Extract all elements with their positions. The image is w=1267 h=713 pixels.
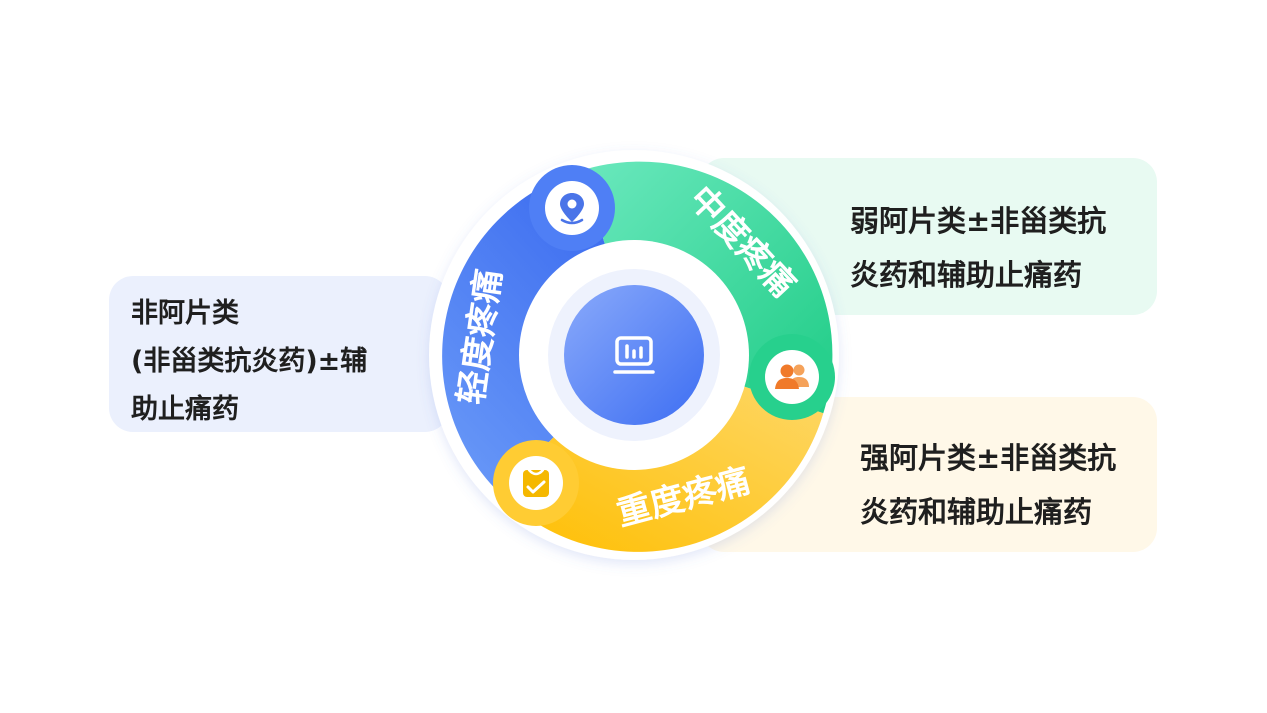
monitor-chart-icon [613, 336, 655, 374]
mild-description-line-2: (非甾类抗炎药)±辅 [131, 346, 368, 377]
severe-description-line-2: 炎药和辅助止痛药 [860, 495, 1093, 529]
moderate-description-line-2: 炎药和辅助止痛药 [850, 258, 1083, 292]
users-icon [749, 334, 835, 420]
moderate-description-line-1: 弱阿片类±非甾类抗 [850, 204, 1107, 238]
severe-description-line-1: 强阿片类±非甾类抗 [860, 441, 1117, 475]
mild-pain-description-panel: 非阿片类 (非甾类抗炎药)±辅 助止痛药 [109, 276, 449, 432]
mild-description-line-1: 非阿片类 [131, 298, 239, 329]
shopping-bag-check-icon [493, 440, 579, 526]
location-pin-icon [529, 165, 615, 251]
mild-description-line-3: 助止痛药 [131, 394, 239, 425]
